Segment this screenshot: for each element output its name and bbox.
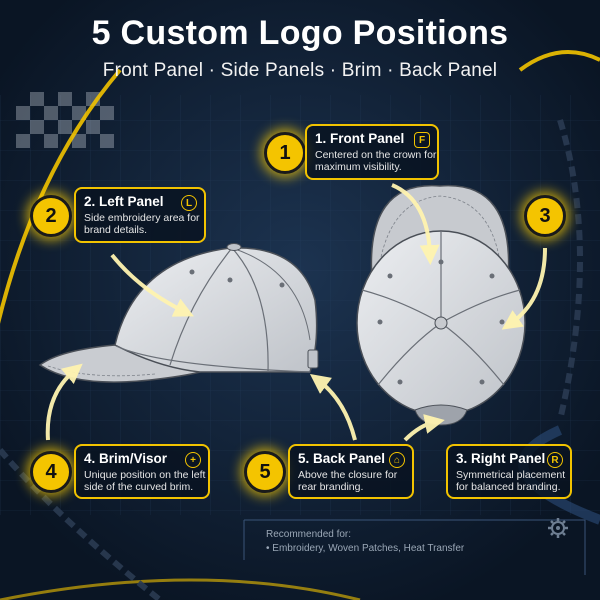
card-title: 3. Right Panel bbox=[456, 451, 546, 466]
arrow-brim bbox=[45, 363, 83, 441]
card-brim-visor: 4. Brim/Visor Unique position on the lef… bbox=[74, 444, 210, 499]
right-panel-icon: R bbox=[547, 452, 563, 468]
tire-track-decoration bbox=[0, 119, 583, 600]
page-title: 5 Custom Logo Positions bbox=[91, 14, 509, 52]
swoosh-left bbox=[0, 68, 122, 325]
arrow-back-panel bbox=[309, 374, 357, 441]
recommended-note: Recommended for: • Embroidery, Woven Pat… bbox=[266, 528, 464, 556]
card-right-panel: 3. Right Panel Symmetrical placement for… bbox=[446, 444, 572, 499]
card-desc-line: Centered on the crown for bbox=[315, 149, 437, 161]
card-title: 2. Left Panel bbox=[84, 194, 164, 209]
back-panel-icon: ⌂ bbox=[389, 452, 405, 468]
card-desc-line: Side embroidery area for bbox=[84, 212, 200, 224]
card-back-panel: 5. Back Panel Above the closure for rear… bbox=[288, 444, 414, 499]
badge-3: 3 bbox=[524, 195, 566, 237]
card-desc-line: maximum visibility. bbox=[315, 161, 402, 173]
page-subtitle: Front Panel · Side Panels · Brim · Back … bbox=[102, 60, 498, 81]
card-desc-line: brand details. bbox=[84, 224, 148, 236]
card-title: 4. Brim/Visor bbox=[84, 451, 168, 466]
card-desc-line: Above the closure for bbox=[298, 469, 398, 481]
recommended-label: Recommended for: bbox=[266, 529, 352, 540]
arrow-right-panel bbox=[501, 247, 547, 330]
badge-2: 2 bbox=[30, 195, 72, 237]
card-title: 5. Back Panel bbox=[298, 451, 386, 466]
front-panel-icon: F bbox=[414, 132, 430, 148]
card-desc-line: for balanced branding. bbox=[456, 481, 561, 493]
arrow-closure bbox=[403, 414, 445, 442]
arrow-left-panel bbox=[110, 253, 194, 317]
card-description: Side embroidery area for brand details. bbox=[84, 212, 200, 236]
position-arrows bbox=[45, 183, 547, 442]
card-left-panel: 2. Left Panel Side embroidery area for b… bbox=[74, 187, 206, 243]
brim-icon: + bbox=[185, 452, 201, 468]
recommended-items: • Embroidery, Woven Patches, Heat Transf… bbox=[266, 543, 465, 554]
badge-5: 5 bbox=[244, 451, 286, 493]
card-desc-line: side of the curved brim. bbox=[84, 481, 194, 493]
card-title: 1. Front Panel bbox=[315, 131, 405, 146]
card-description: Above the closure for rear branding. bbox=[298, 469, 404, 493]
card-description: Symmetrical placement for balanced brand… bbox=[456, 469, 566, 493]
left-panel-icon: L bbox=[181, 195, 197, 211]
cap-top-view bbox=[356, 184, 526, 426]
card-description: Centered on the crown for maximum visibi… bbox=[315, 149, 437, 173]
card-desc-line: rear branding. bbox=[298, 481, 364, 493]
arrow-front-panel bbox=[391, 183, 440, 265]
card-description: Unique position on the left side of the … bbox=[84, 469, 206, 493]
card-front-panel: 1. Front Panel Centered on the crown for… bbox=[305, 124, 439, 180]
gear-icon bbox=[548, 518, 568, 538]
card-desc-line: Unique position on the left bbox=[84, 469, 206, 481]
card-desc-line: Symmetrical placement bbox=[456, 469, 566, 481]
badge-1: 1 bbox=[264, 132, 306, 174]
badge-4: 4 bbox=[30, 451, 72, 493]
